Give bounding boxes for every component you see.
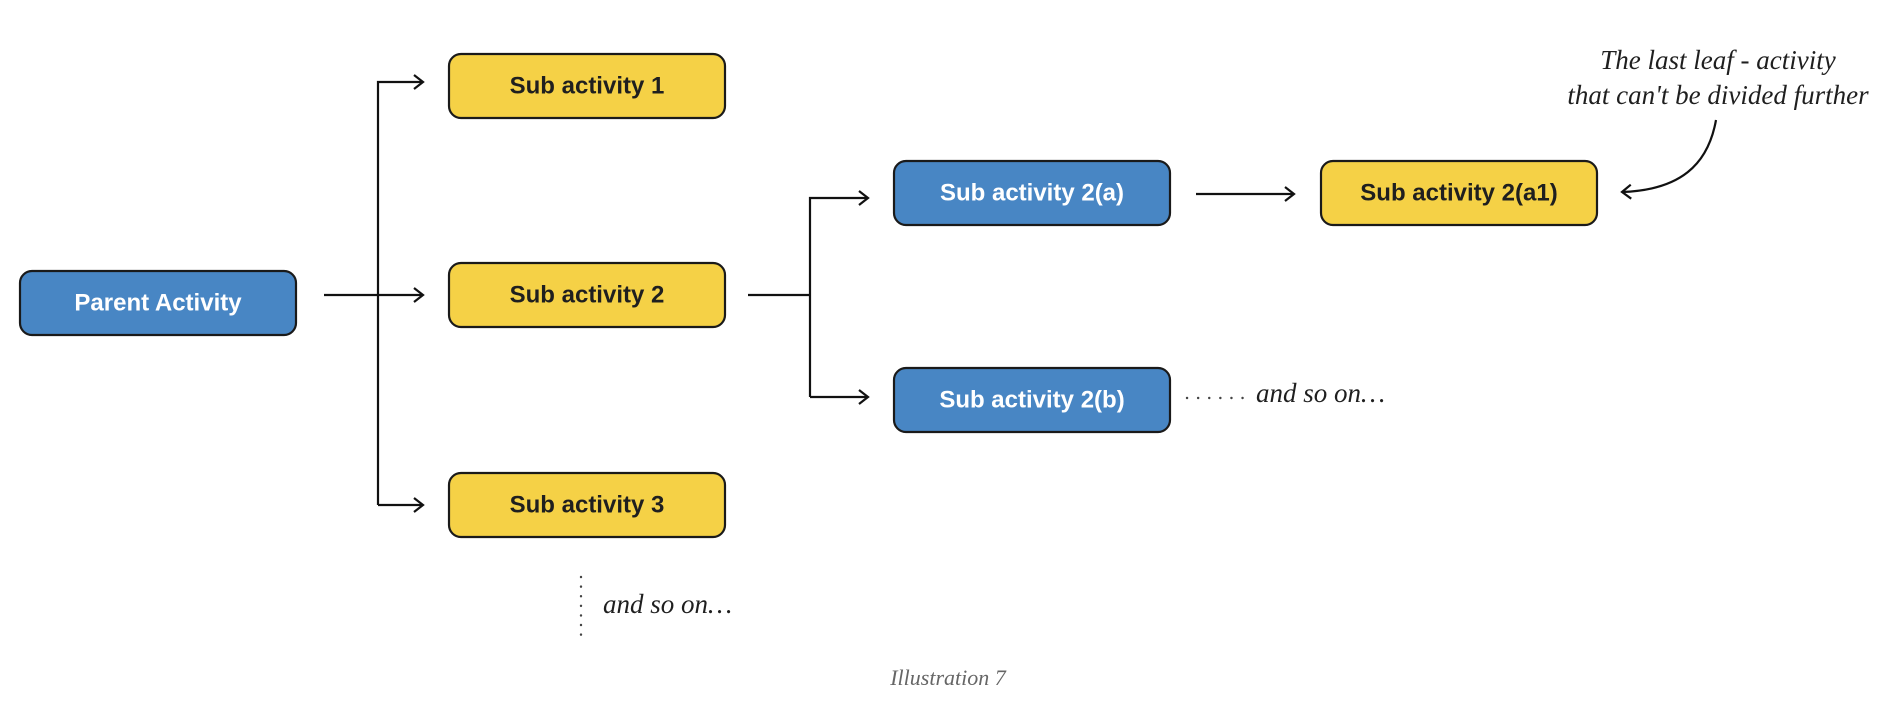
sub-activity-2a1-node: Sub activity 2(a1) bbox=[1319, 159, 1599, 227]
leaf-note: The last leaf - activity that can't be d… bbox=[1567, 45, 1869, 110]
sub-activity-2a1-label: Sub activity 2(a1) bbox=[1360, 179, 1557, 206]
leaf-note-arrow bbox=[1620, 119, 1718, 200]
leaf-note-line-1: The last leaf - activity bbox=[1600, 45, 1835, 75]
sub-activity-1-node: Sub activity 1 bbox=[447, 52, 727, 120]
sub-activity-2a-node: Sub activity 2(a) bbox=[892, 159, 1172, 227]
leaf-note-line-2: that can't be divided further bbox=[1567, 80, 1869, 110]
sub-activity-2b-box bbox=[892, 366, 1172, 434]
sub-activity-2b-node: Sub activity 2(b) bbox=[892, 366, 1172, 434]
sub-activity-1-label: Sub activity 1 bbox=[510, 72, 665, 99]
sub-activity-3-node: Sub activity 3 bbox=[447, 471, 727, 539]
sub-activity-2b-label: Sub activity 2(b) bbox=[939, 386, 1124, 413]
sub-activity-2-node: Sub activity 2 bbox=[447, 261, 727, 329]
sub2-connectors bbox=[748, 190, 870, 405]
sub-activity-1-box bbox=[447, 52, 727, 120]
sub-activity-2-box bbox=[447, 261, 727, 329]
illustration-caption: Illustration 7 bbox=[889, 665, 1007, 690]
parent-connectors bbox=[324, 74, 425, 513]
sub-activity-2-label: Sub activity 2 bbox=[510, 281, 665, 308]
sub-activity-2a-box bbox=[892, 159, 1172, 227]
parent-activity-box bbox=[18, 269, 298, 337]
sub-activity-2a-label: Sub activity 2(a) bbox=[940, 179, 1124, 206]
and-so-on-horizontal: and so on… bbox=[1185, 378, 1385, 408]
and-so-on-horizontal-label: and so on… bbox=[1256, 378, 1385, 408]
and-so-on-vertical: and so on… bbox=[579, 575, 732, 637]
sub-activity-3-box bbox=[447, 471, 727, 539]
sub-activity-2a1-box bbox=[1319, 159, 1599, 227]
parent-activity-label: Parent Activity bbox=[74, 289, 242, 316]
and-so-on-vertical-label: and so on… bbox=[603, 589, 732, 619]
parent-activity-node: Parent Activity bbox=[18, 269, 298, 337]
sub-activity-3-label: Sub activity 3 bbox=[510, 491, 665, 518]
